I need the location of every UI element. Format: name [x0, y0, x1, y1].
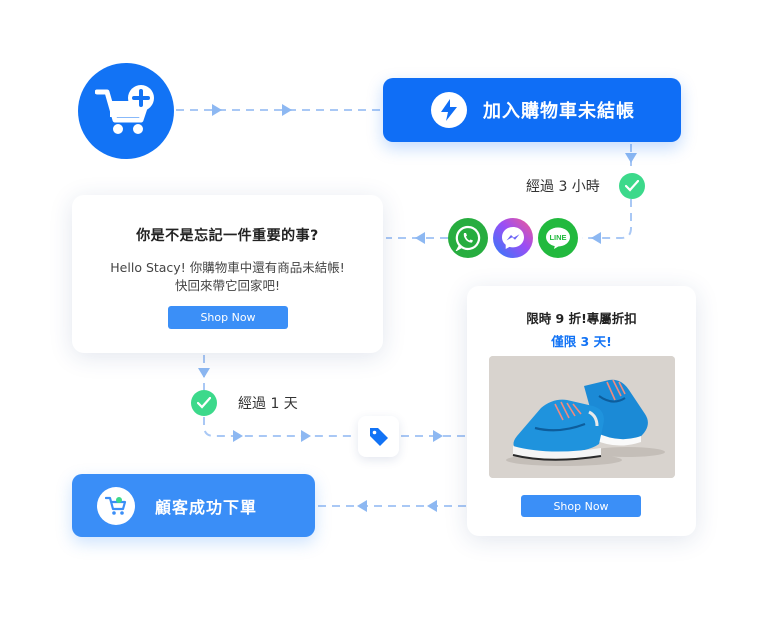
reminder-message-card: 你是不是忘記一件重要的事? Hello Stacy! 你購物車中還有商品未結帳!… [72, 195, 383, 353]
tag-icon [369, 427, 388, 446]
discount-offer-card: 限時 9 折!專屬折扣 僅限 3 天! Shop Now [467, 286, 696, 536]
reminder-shop-now-button[interactable]: Shop Now [168, 306, 288, 329]
order-completed-label: 顧客成功下單 [155, 497, 258, 517]
check-icon [191, 390, 217, 416]
sneakers-photo [489, 356, 675, 478]
reminder-line-2: 快回來帶它回家吧! [174, 278, 280, 293]
discount-title: 限時 9 折!專屬折扣 [526, 311, 637, 326]
cart-add-node [78, 63, 174, 159]
add-to-cart-step: 加入購物車未結帳 [383, 78, 681, 142]
discount-shop-now-button[interactable]: Shop Now [521, 495, 641, 517]
line-logo-text: LINE [549, 233, 566, 242]
cart-plus-icon [95, 85, 154, 134]
discount-subtitle: 僅限 3 天! [551, 334, 612, 349]
line-icon: LINE [538, 218, 578, 258]
lightning-icon [431, 92, 467, 128]
wait-3-hours-label: 經過 3 小時 [526, 179, 600, 195]
reminder-line-1: Hello Stacy! 你購物車中還有商品未結帳! [110, 260, 345, 275]
reminder-title: 你是不是忘記一件重要的事? [136, 228, 319, 244]
order-completed-step: 顧客成功下單 [72, 474, 315, 537]
messenger-icon [493, 218, 533, 258]
add-to-cart-label: 加入購物車未結帳 [483, 101, 635, 122]
cart-icon [97, 486, 135, 525]
discount-tag-node [358, 416, 399, 457]
check-icon [619, 173, 645, 199]
wait-1-day-label: 經過 1 天 [238, 396, 298, 412]
whatsapp-icon [448, 218, 488, 258]
